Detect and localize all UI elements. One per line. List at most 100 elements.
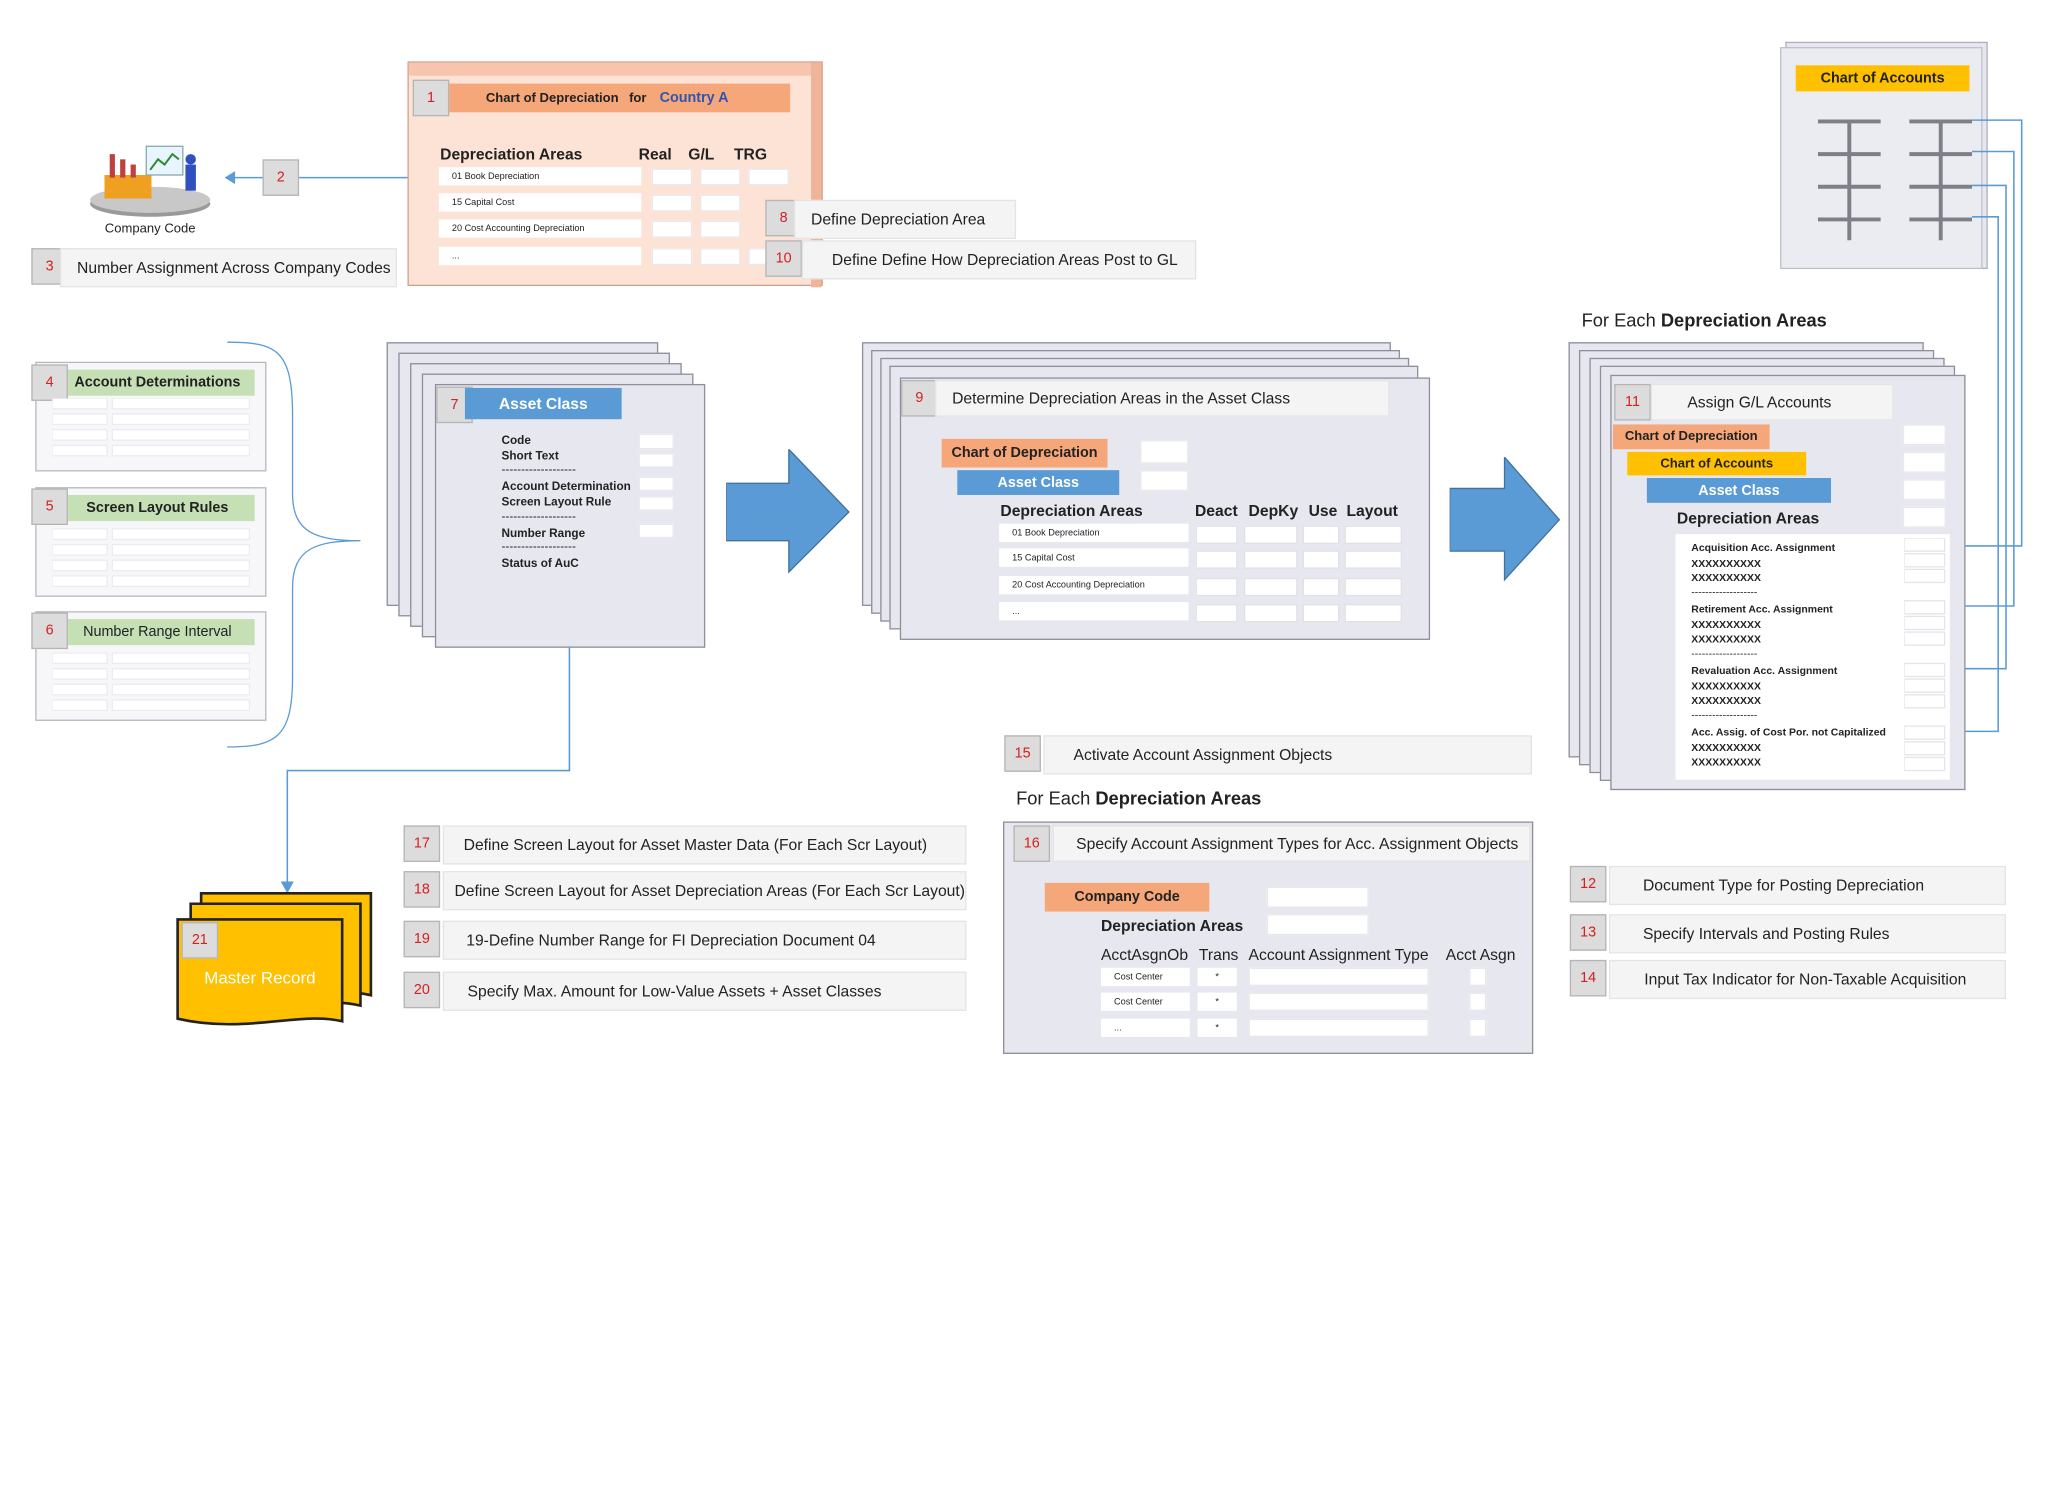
company-code-icon	[89, 141, 212, 219]
step-12-badge: 12	[1569, 865, 1607, 903]
activate-objects-label: Activate Account Assignment Objects	[1043, 735, 1532, 775]
step-1-badge: 1	[412, 79, 450, 117]
left-card-rows	[52, 398, 251, 712]
for-each-prefix: For Each	[1581, 309, 1656, 331]
step-19-badge: 19	[403, 920, 441, 958]
determine-areas-header: Depreciation Areas	[1000, 501, 1143, 520]
assign-group-sep: -------------------	[1691, 709, 1758, 721]
for-each-bold: Depreciation Areas	[1660, 309, 1827, 331]
assign-cell-grid	[1904, 538, 1946, 772]
assign-group-line: XXXXXXXXXX	[1691, 756, 1761, 768]
determine-chart-of-dep: Chart of Depreciation	[941, 438, 1108, 468]
asset-class-line: Number Range	[501, 526, 586, 540]
asset-class-card	[434, 383, 706, 648]
specify-col-trans: Trans	[1198, 945, 1239, 964]
assign-group-name: Acquisition Acc. Assignment	[1691, 541, 1836, 554]
assign-chart-of-accounts: Chart of Accounts	[1627, 451, 1807, 476]
step-16-badge: 16	[1013, 825, 1051, 862]
number-range-fi-label: 19-Define Number Range for FI Depreciati…	[442, 920, 967, 960]
specify-row-obj: ...	[1100, 1018, 1190, 1037]
chart-dep-col-trg: TRG	[733, 144, 768, 164]
assign-gl-title: Assign G/L Accounts	[1650, 383, 1894, 421]
determine-row: 20 Cost Accounting Depreciation	[999, 575, 1189, 595]
determine-asset-class: Asset Class	[957, 470, 1120, 495]
assign-chart-of-dep: Chart of Depreciation	[1612, 424, 1770, 450]
asset-class-line: Screen Layout Rule	[501, 494, 612, 509]
master-record-stack	[176, 891, 373, 1026]
chart-dep-row: 20 Cost Accounting Depreciation	[438, 219, 642, 238]
master-record-label: Master Record	[204, 967, 316, 988]
assign-areas-header: Depreciation Areas	[1676, 509, 1820, 528]
screen-layout-dep-label: Define Screen Layout for Asset Depreciat…	[442, 871, 967, 911]
assign-group-line: XXXXXXXXXX	[1691, 741, 1761, 754]
asset-class-line: -------------------	[501, 509, 576, 523]
specify-row-trans: *	[1197, 1018, 1237, 1037]
define-dep-area-label: Define Depreciation Area	[794, 199, 1017, 239]
step-11-badge: 11	[1614, 383, 1651, 421]
step-13-badge: 13	[1569, 914, 1607, 951]
assign-group-name: Acc. Assig. of Cost Por. not Capitalized	[1691, 726, 1886, 738]
determine-col-use: Use	[1308, 501, 1338, 520]
determine-col-depky: DepKy	[1248, 501, 1299, 520]
specify-row-obj: Cost Center	[1100, 992, 1190, 1011]
screen-layout-master-label: Define Screen Layout for Asset Master Da…	[442, 825, 967, 865]
define-post-gl-label: Define Define How Depreciation Areas Pos…	[801, 240, 1197, 280]
step-6-badge: 6	[31, 612, 68, 650]
determine-cell-grid	[1196, 526, 1402, 623]
assign-group-sep: -------------------	[1691, 647, 1758, 660]
flow-arrow-1	[726, 449, 850, 574]
number-assignment-label: Number Assignment Across Company Codes	[60, 248, 398, 288]
step-15-badge: 15	[1004, 735, 1041, 772]
chart-of-accounts-tree-icon	[1817, 119, 1973, 241]
step-21-badge: 21	[181, 922, 219, 959]
assign-group-name: Retirement Acc. Assignment	[1691, 603, 1833, 616]
chart-dep-country: Country A	[659, 90, 729, 106]
determine-row: 01 Book Depreciation	[999, 523, 1189, 542]
assign-group-sep: -------------------	[1691, 586, 1758, 599]
for-each-bold: Depreciation Areas	[1095, 787, 1262, 809]
doc-type-label: Document Type for Posting Depreciation	[1608, 865, 2007, 906]
step-18-badge: 18	[403, 871, 441, 908]
determine-row: 15 Capital Cost	[999, 548, 1189, 567]
chart-dep-title: Chart of Depreciation	[485, 90, 619, 106]
chart-dep-row: 01 Book Depreciation	[438, 167, 642, 186]
specify-row-trans: *	[1197, 992, 1237, 1011]
screen-layout-rules-header: Screen Layout Rules	[60, 494, 255, 522]
determine-title: Determine Depreciation Areas in the Asse…	[935, 380, 1390, 417]
company-code-label: Company Code	[104, 222, 196, 237]
step-20-badge: 20	[403, 971, 441, 1009]
asset-class-line: Code	[501, 433, 531, 447]
determine-row: ...	[999, 602, 1189, 621]
number-range-interval-header: Number Range Interval	[60, 619, 255, 646]
for-each-heading-right: For Each Depreciation Areas	[1582, 310, 1827, 331]
assign-group-line: XXXXXXXXXX	[1691, 619, 1761, 631]
assign-group-line: XXXXXXXXXX	[1691, 680, 1761, 693]
intervals-label: Specify Intervals and Posting Rules	[1608, 914, 2007, 954]
step-9-badge: 9	[901, 380, 938, 417]
flow-arrow-2	[1449, 457, 1561, 582]
curly-brace	[227, 341, 361, 748]
chart-dep-areas-header: Depreciation Areas	[440, 144, 583, 164]
account-determinations-header: Account Determinations	[60, 369, 255, 396]
arrow-to-company-code	[224, 171, 413, 185]
gl-connector-lines	[1945, 119, 2023, 733]
determine-dep-areas-card	[899, 377, 1431, 640]
asset-class-header: Asset Class	[464, 387, 622, 420]
for-each-heading-center: For Each Depreciation Areas	[1016, 788, 1261, 809]
specify-col-obj: AcctAsgnOb	[1100, 945, 1189, 964]
assign-group-line: XXXXXXXXXX	[1691, 557, 1761, 570]
assign-group-line: XXXXXXXXXX	[1691, 633, 1761, 646]
assign-group-line: XXXXXXXXXX	[1691, 572, 1761, 584]
asset-class-line: -------------------	[501, 462, 576, 476]
specify-company-code: Company Code	[1044, 882, 1210, 912]
step-17-badge: 17	[403, 825, 441, 862]
chart-dep-for: for	[629, 90, 647, 106]
step-2-badge: 2	[262, 159, 300, 196]
specify-row-trans: *	[1197, 967, 1237, 987]
low-value-assets-label: Specify Max. Amount for Low-Value Assets…	[442, 971, 967, 1011]
asset-class-line: Account Determination	[501, 479, 631, 493]
step-10-badge: 10	[765, 240, 802, 277]
asset-class-line: Short Text	[501, 449, 559, 463]
chart-dep-row: ...	[438, 246, 642, 266]
